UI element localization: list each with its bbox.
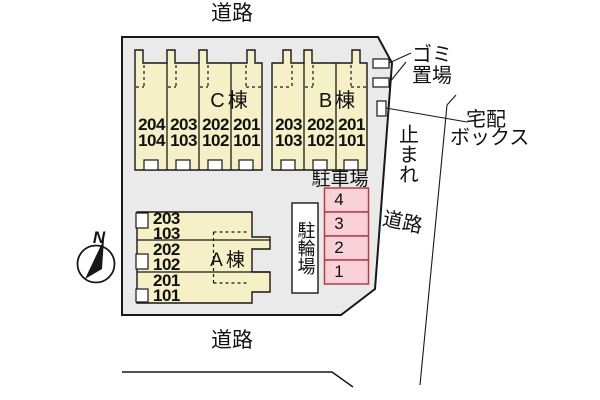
entrance-c [143, 159, 159, 171]
garbage-pointer-line [388, 52, 412, 64]
room-number: 202 [202, 115, 229, 134]
delivery-box [376, 100, 387, 117]
building-a [135, 211, 271, 304]
parking-area [323, 187, 370, 285]
room-number: 103 [153, 224, 180, 243]
entrance-a [135, 212, 149, 229]
compass-n-label: N [92, 228, 106, 247]
room-number: 202 [307, 115, 334, 134]
road-line-bottom [122, 371, 354, 388]
garbage-label-line1: ゴミ [412, 44, 452, 66]
room-number: 101 [338, 131, 365, 150]
building-b-name: B棟 [318, 90, 359, 112]
road-label-top: 道路 [211, 2, 253, 25]
entrance-c [175, 159, 191, 171]
building-b [271, 49, 368, 171]
entrance-b [312, 159, 328, 171]
garbage-label-line2: 置場 [412, 65, 452, 87]
parking-stall-1-number: 1 [334, 262, 344, 281]
building-b-shape [271, 49, 368, 171]
room-number: 102 [153, 255, 180, 274]
room-number: 202 [153, 240, 180, 259]
bicycle-parking-box [291, 202, 319, 294]
room-number: 101 [153, 286, 180, 305]
parking-stall-4-number: 4 [334, 190, 344, 209]
delivery-label-line2: ボックス [450, 127, 530, 149]
garbage-box [372, 58, 390, 69]
compass-needle [85, 239, 104, 279]
garbage-pointer-line [388, 61, 407, 84]
room-number: 102 [202, 131, 229, 150]
entrance-c [207, 159, 223, 171]
road-line-right [419, 94, 457, 386]
parking-stall-2-number: 2 [334, 238, 344, 257]
building-a-name: A棟 [210, 250, 248, 271]
delivery-label-line1: 宅配 [466, 109, 506, 131]
building-c [134, 49, 263, 171]
room-number: 103 [170, 131, 197, 150]
room-number: 201 [338, 115, 365, 134]
parking-stall-1 [323, 259, 370, 285]
room-number: 204 [138, 115, 165, 134]
room-number: 203 [275, 115, 302, 134]
room-number: 203 [153, 209, 180, 228]
parking-stall-3-number: 3 [334, 214, 344, 233]
room-number: 102 [307, 131, 334, 150]
room-number: 104 [138, 131, 165, 150]
bicycle-parking-label: 駐輪場 [295, 221, 316, 275]
room-number: 101 [233, 131, 260, 150]
garbage-label: ゴミ 置場 [412, 45, 452, 87]
stop-marking-label: 止まれ [395, 124, 418, 184]
entrance-a [135, 253, 149, 270]
entrance-b [343, 159, 359, 171]
room-number: 201 [233, 115, 260, 134]
parking-stall-3 [323, 211, 370, 237]
balcony-dashes-b [274, 65, 366, 88]
delivery-pointer-line [385, 107, 468, 123]
entrance-a [135, 288, 149, 303]
balcony-dashes-a [212, 231, 249, 284]
building-c-name: C棟 [210, 90, 251, 112]
room-number: 103 [275, 131, 302, 150]
parking-label: 駐車場 [311, 169, 369, 190]
compass [76, 239, 116, 284]
entrance-c [238, 159, 254, 171]
entrance-b [280, 159, 296, 171]
road-label-bottom: 道路 [211, 329, 253, 352]
room-number: 203 [170, 115, 197, 134]
garbage-box [372, 77, 390, 88]
room-number: 201 [153, 271, 180, 290]
